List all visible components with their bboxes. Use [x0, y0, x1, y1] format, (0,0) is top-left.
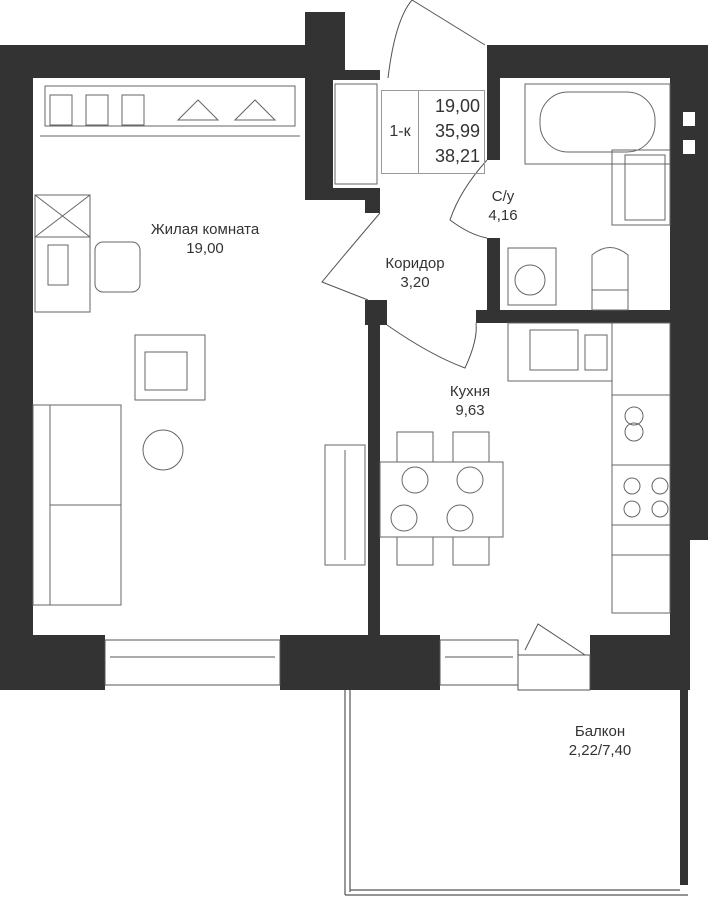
- total-area-value: 35,99: [434, 121, 480, 141]
- balcony: [344, 690, 688, 896]
- room-area: 2,22/7,40: [568, 742, 632, 759]
- room-area: 19,00: [186, 240, 224, 257]
- apartment-type: 1-к: [382, 91, 419, 173]
- walls: [0, 12, 708, 885]
- room-name: Коридор: [385, 255, 445, 272]
- room-name: Балкон: [574, 723, 626, 740]
- room-name: Жилая комната: [150, 221, 260, 238]
- room-name: Кухня: [449, 383, 491, 400]
- room-area: 3,20: [400, 274, 430, 291]
- room-label-kitchen: Кухня 9,63: [430, 382, 510, 420]
- total-with-balcony-value: 38,21: [434, 146, 480, 166]
- furniture: [32, 83, 671, 614]
- room-label-balcony: Балкон 2,22/7,40: [550, 722, 650, 760]
- apartment-info-box: 1-к 19,00 35,99 38,21: [381, 90, 485, 174]
- doors: [321, 0, 586, 656]
- windows: [104, 639, 591, 691]
- room-name: С/у: [491, 188, 515, 205]
- living-area-value: 19,00: [434, 96, 480, 116]
- room-area: 4,16: [488, 207, 518, 224]
- room-label-bathroom: С/у 4,16: [468, 187, 538, 225]
- room-label-corridor: Коридор 3,20: [365, 254, 465, 292]
- room-label-living: Жилая комната 19,00: [120, 220, 290, 258]
- room-area: 9,63: [455, 402, 485, 419]
